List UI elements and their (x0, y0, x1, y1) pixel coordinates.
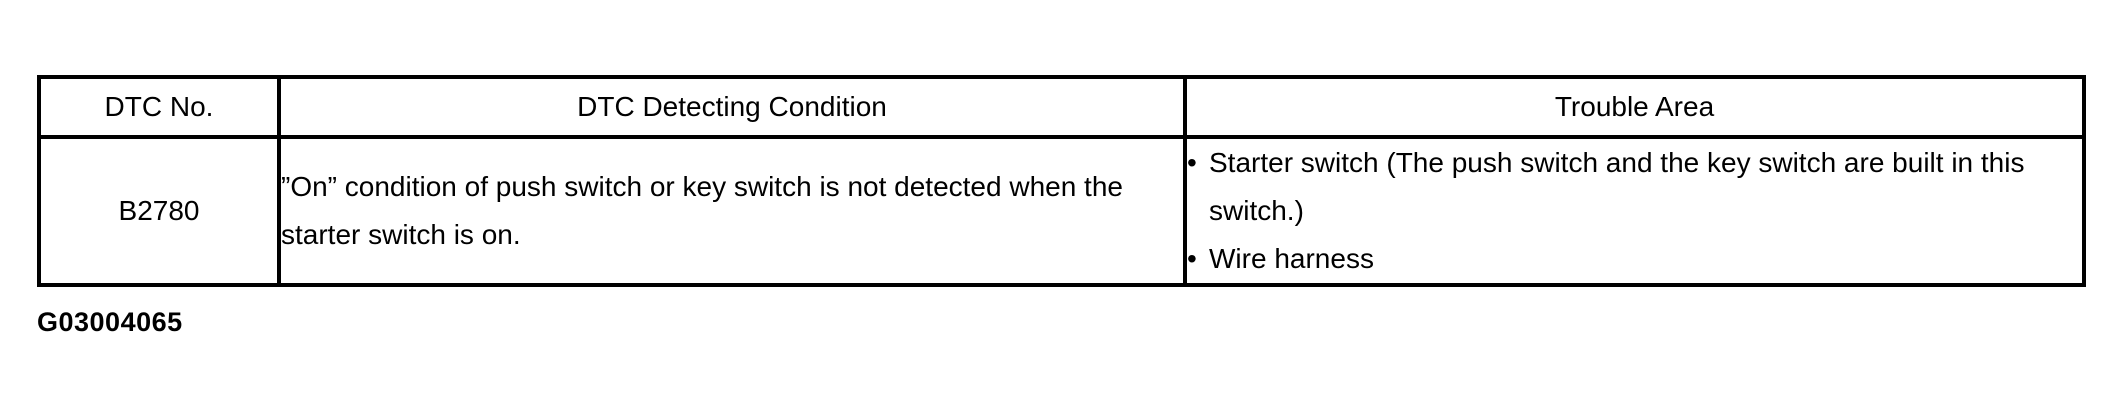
dtc-no-cell: B2780 (37, 135, 281, 287)
trouble-area-item-text: Wire harness (1209, 243, 1374, 274)
figure-id: G03004065 (37, 307, 183, 337)
bullet-icon: • (1187, 147, 1197, 178)
dtc-table: DTC No. DTC Detecting Condition Trouble … (37, 75, 2086, 287)
trouble-area-item: • Wire harness (1187, 235, 2082, 283)
header-row: DTC No. DTC Detecting Condition Trouble … (37, 75, 2086, 139)
trouble-area-cell: • Starter switch (The push switch and th… (1183, 135, 2086, 287)
column-header-trouble-area: Trouble Area (1183, 75, 2086, 139)
dtc-table-container: DTC No. DTC Detecting Condition Trouble … (37, 75, 2086, 287)
column-header-detecting-condition: DTC Detecting Condition (277, 75, 1187, 139)
bullet-icon: • (1187, 243, 1197, 274)
trouble-area-item: • Starter switch (The push switch and th… (1187, 139, 2082, 235)
table-row: B2780 ”On” condition of push switch or k… (37, 135, 2086, 287)
trouble-area-item-text: Starter switch (The push switch and the … (1209, 147, 2025, 226)
detecting-condition-cell: ”On” condition of push switch or key swi… (277, 135, 1187, 287)
column-header-dtc-no: DTC No. (37, 75, 281, 139)
